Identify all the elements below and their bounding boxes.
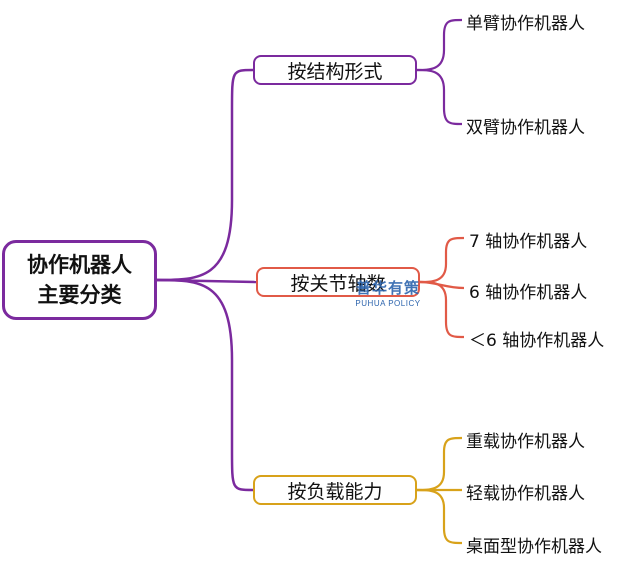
connector-branch-1-leaf-1 xyxy=(416,18,463,72)
connector-root-branch-3 xyxy=(156,278,254,492)
connector-branch-3-leaf-1 xyxy=(416,436,463,492)
root-title-line-1: 协作机器人 xyxy=(27,253,132,277)
leaf-6-axis: 6 轴协作机器人 xyxy=(469,283,588,303)
connector-branch-2-leaf-3 xyxy=(419,280,465,339)
leaf-light-payload: 轻载协作机器人 xyxy=(466,484,585,504)
leaf-dual-arm: 双臂协作机器人 xyxy=(466,118,585,138)
branch-label: 按负载能力 xyxy=(287,480,383,503)
watermark-logo: 普华有策 PUHUA POLICY xyxy=(352,281,424,308)
connector-branch-3-leaf-3 xyxy=(416,488,463,545)
branch-joint-axes: 按关节轴数 xyxy=(256,267,420,297)
root-title-line-2: 主要分类 xyxy=(37,283,122,307)
leaf-7-axis: 7 轴协作机器人 xyxy=(469,232,588,252)
branch-payload: 按负载能力 xyxy=(253,475,417,505)
leaf-under-6-axis: ＜6 轴协作机器人 xyxy=(469,331,605,351)
leaf-desktop: 桌面型协作机器人 xyxy=(466,537,602,557)
connector-branch-1-leaf-2 xyxy=(416,68,463,126)
connector-branch-2-leaf-1 xyxy=(419,236,465,284)
branch-structure: 按结构形式 xyxy=(253,55,417,85)
leaf-single-arm: 单臂协作机器人 xyxy=(466,14,585,34)
connector-root-branch-1 xyxy=(156,68,254,282)
root-node: 协作机器人 主要分类 xyxy=(2,240,157,320)
leaf-heavy-payload: 重载协作机器人 xyxy=(466,432,585,452)
branch-label: 按关节轴数 xyxy=(290,272,386,295)
watermark-en: PUHUA POLICY xyxy=(355,299,421,308)
watermark-cn: 普华有策 xyxy=(355,279,420,297)
branch-label: 按结构形式 xyxy=(287,60,383,83)
